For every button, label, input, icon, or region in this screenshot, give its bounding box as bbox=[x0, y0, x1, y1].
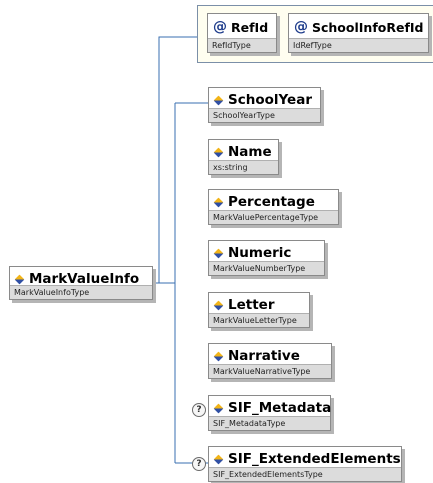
element-diamond-icon bbox=[214, 404, 223, 413]
root-element-type: MarkValueInfoType bbox=[10, 285, 152, 299]
optional-help-icon[interactable]: ? bbox=[192, 457, 206, 471]
element-narrative[interactable]: Narrative MarkValueNarrativeType bbox=[208, 343, 332, 379]
element-type: MarkValuePercentageType bbox=[209, 210, 338, 224]
element-name: Narrative bbox=[228, 348, 300, 364]
element-name: SchoolYear bbox=[228, 92, 312, 108]
element-schoolyear[interactable]: SchoolYear SchoolYearType bbox=[208, 87, 321, 123]
element-sif-extendedelements[interactable]: SIF_ExtendedElements SIF_ExtendedElement… bbox=[208, 446, 402, 482]
element-diamond-icon bbox=[214, 249, 223, 258]
root-element-markvalueinfo[interactable]: MarkValueInfo MarkValueInfoType bbox=[9, 266, 153, 300]
element-type: MarkValueNumberType bbox=[209, 261, 324, 275]
attribute-refid[interactable]: @RefId RefIdType bbox=[207, 13, 277, 53]
element-type: MarkValueLetterType bbox=[209, 313, 309, 327]
element-diamond-icon bbox=[214, 455, 223, 464]
attribute-type: RefIdType bbox=[208, 38, 276, 52]
element-diamond-icon bbox=[214, 198, 223, 207]
attribute-schoolinforefid[interactable]: @SchoolInfoRefId IdRefType bbox=[288, 13, 429, 53]
element-name: SIF_Metadata bbox=[228, 400, 332, 416]
element-name: Name bbox=[228, 144, 272, 160]
element-type: MarkValueNarrativeType bbox=[209, 364, 331, 378]
element-diamond-icon bbox=[214, 301, 223, 310]
element-diamond-icon bbox=[214, 352, 223, 361]
element-diamond-icon bbox=[15, 275, 24, 284]
optional-help-icon[interactable]: ? bbox=[192, 403, 206, 417]
element-type: SchoolYearType bbox=[209, 108, 320, 122]
element-name: Percentage bbox=[228, 194, 315, 210]
attribute-name: RefId bbox=[231, 19, 269, 35]
attribute-name: SchoolInfoRefId bbox=[312, 19, 424, 35]
element-type: SIF_MetadataType bbox=[209, 416, 330, 430]
element-type: SIF_ExtendedElementsType bbox=[209, 467, 401, 481]
attributes-group: @RefId RefIdType @SchoolInfoRefId IdRefT… bbox=[197, 5, 433, 63]
attribute-at-icon: @ bbox=[213, 19, 227, 35]
element-letter[interactable]: Letter MarkValueLetterType bbox=[208, 292, 310, 328]
element-name-node[interactable]: Name xs:string bbox=[208, 139, 279, 175]
element-diamond-icon bbox=[214, 96, 223, 105]
element-percentage[interactable]: Percentage MarkValuePercentageType bbox=[208, 189, 339, 225]
element-name: Letter bbox=[228, 297, 275, 313]
element-diamond-icon bbox=[214, 148, 223, 157]
root-element-name: MarkValueInfo bbox=[29, 271, 140, 287]
element-sif-metadata[interactable]: SIF_Metadata SIF_MetadataType bbox=[208, 395, 331, 431]
element-name: Numeric bbox=[228, 245, 292, 261]
element-type: xs:string bbox=[209, 160, 278, 174]
element-numeric[interactable]: Numeric MarkValueNumberType bbox=[208, 240, 325, 276]
element-name: SIF_ExtendedElements bbox=[228, 451, 401, 467]
attribute-type: IdRefType bbox=[289, 38, 428, 52]
attribute-at-icon: @ bbox=[294, 19, 308, 35]
